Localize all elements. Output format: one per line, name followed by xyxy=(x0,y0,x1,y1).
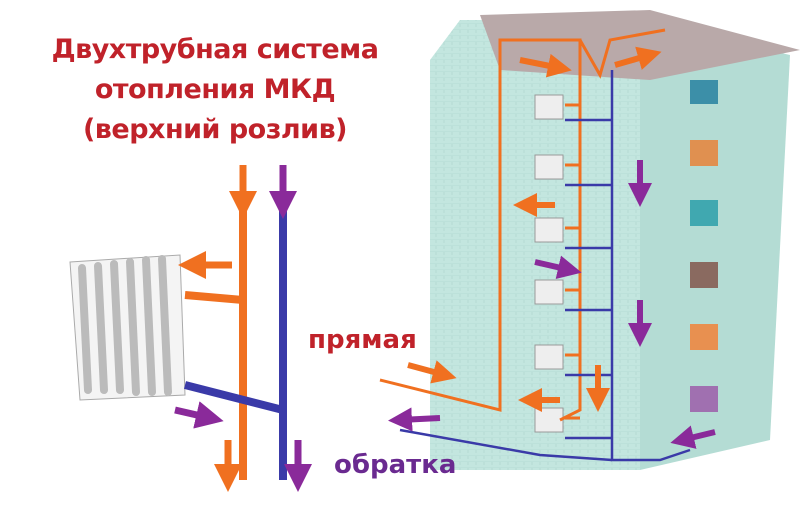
title-line-1: Двухтрубная система xyxy=(51,34,379,65)
title-line-3: (верхний розлив) xyxy=(82,114,348,145)
supply-riser xyxy=(184,210,247,480)
return-label: обратка xyxy=(334,450,457,480)
building-flow-arrows xyxy=(388,46,716,449)
return-riser xyxy=(184,210,287,480)
building-return-pipes xyxy=(399,70,691,462)
title-line-2: отопления МКД xyxy=(94,74,336,105)
radiator xyxy=(69,254,186,401)
detail-flow-arrows xyxy=(174,165,312,492)
diagram-title: Двухтрубная система отопления МКД (верхн… xyxy=(20,30,410,150)
building-supply-pipes xyxy=(379,28,666,422)
building-radiators xyxy=(534,94,564,433)
building xyxy=(430,10,800,470)
supply-label: прямая xyxy=(308,325,417,355)
windows xyxy=(690,80,718,412)
